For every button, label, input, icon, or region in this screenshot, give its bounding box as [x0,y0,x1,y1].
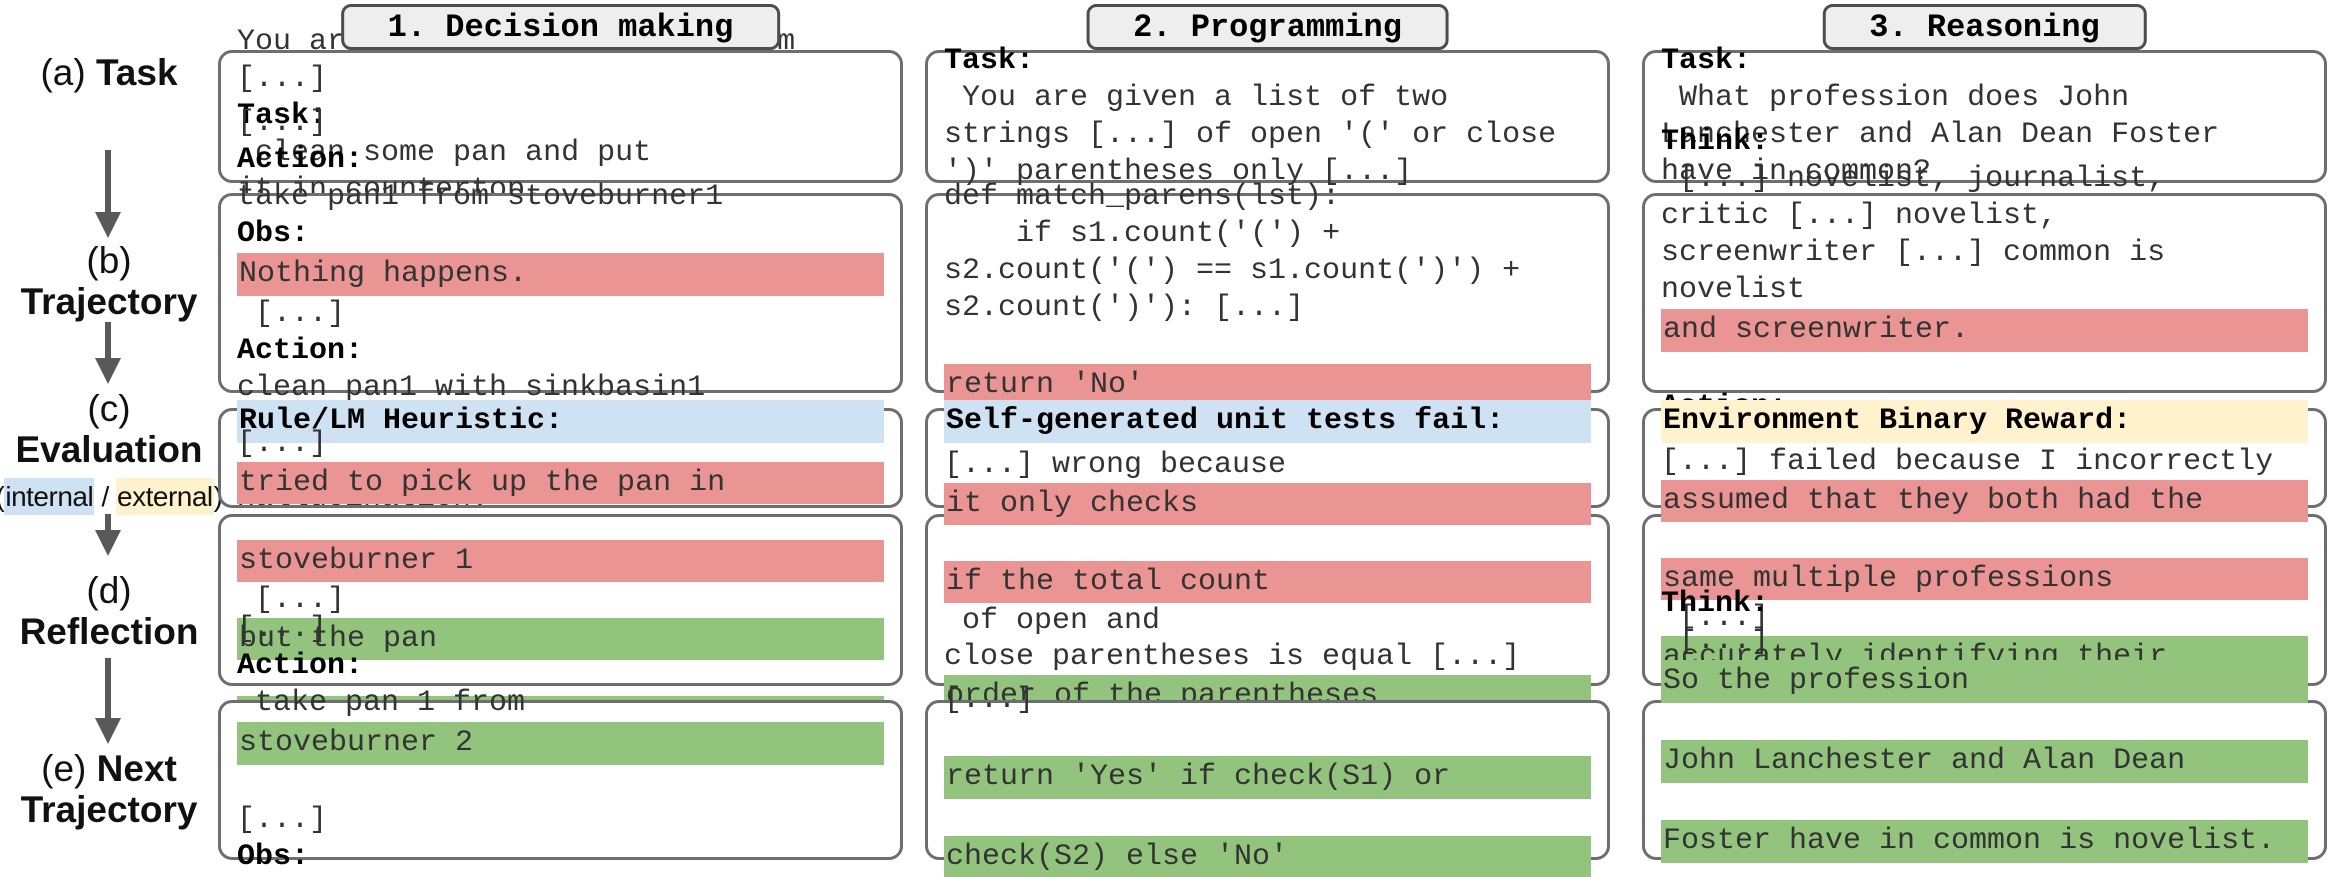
row-label-reflection: (d) Reflection [19,570,199,652]
row-label-task: (a) Task [40,52,178,93]
trajectory-box: Think: [...] novelist, journalist, criti… [1642,125,2327,461]
task-box: Task: You are given a list of two string… [925,44,1610,189]
flow-arrow-task-to-trajectory [105,150,111,212]
trajectory-box: def match_parens(lst): if s1.count('(') … [925,180,1610,407]
column-decision-making: 1. Decision making You are in the middle… [218,0,903,877]
column-reasoning: 3. Reasoning Task: What profession does … [1642,0,2327,877]
flow-arrow-reflection-to-next [105,658,111,718]
row-label-trajectory: (b) Trajectory [20,240,198,322]
row-label-internal-external: (internal / external) [0,478,224,515]
column-header-tab: 2. Programming [1086,4,1449,50]
row-label-evaluation: (c) Evaluation [15,388,203,470]
flow-arrow-trajectory-to-evaluation [105,322,111,358]
flow-arrow-evaluation-to-reflection [105,514,111,530]
row-label-next-trajectory: (e) Next Trajectory [20,748,198,830]
column-header-tab: 1. Decision making [340,4,781,50]
trajectory-box: [...] Action:take pan1 from stoveburner1… [218,106,903,479]
column-programming: 2. Programming Task: You are given a lis… [925,0,1610,877]
next-trajectory-box: [...] Action: take pan 1 from stoveburne… [218,612,903,877]
column-header-tab: 3. Reasoning [1822,4,2147,50]
task-box: Task: What profession does John Lanchest… [1642,44,2327,189]
next-trajectory-box: [...] return 'Yes' if check(S1) or check… [925,683,1610,877]
next-trajectory-box: Think: [...] So the profession John Lanc… [1642,587,2327,863]
reflection-box: [...] wrong because it only checks if th… [925,448,1610,752]
